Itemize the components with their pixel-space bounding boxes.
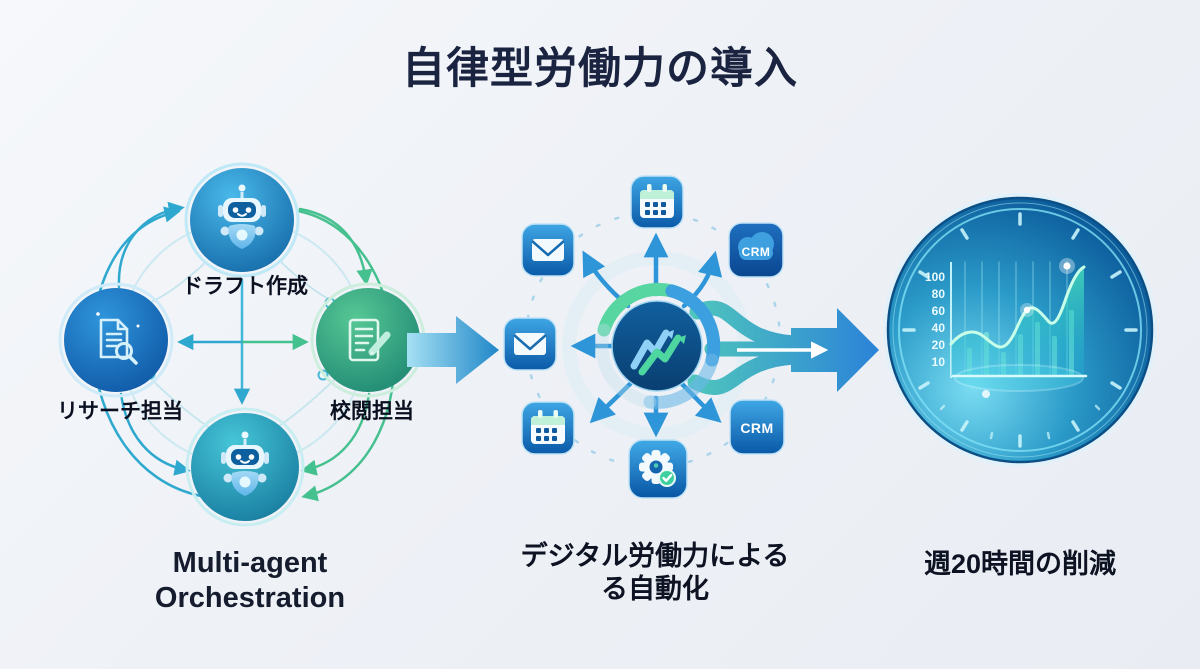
crm-icon: CRM bbox=[729, 399, 785, 455]
research-agent-label: リサーチ担当 bbox=[57, 400, 183, 423]
draft-agent-label: ドラフト作成 bbox=[182, 275, 308, 298]
axis-label: 100 bbox=[925, 270, 945, 284]
automation-hub bbox=[595, 282, 721, 409]
page-title: 自律型労働力の導入 bbox=[402, 45, 798, 93]
agent-node-research bbox=[58, 282, 174, 398]
document-search-icon bbox=[96, 312, 140, 365]
gear-check-icon bbox=[628, 439, 688, 499]
document-edit-icon bbox=[348, 318, 391, 362]
middle-caption-line1: デジタル労働力による bbox=[520, 541, 790, 571]
crm-cloud-label: CRM bbox=[742, 245, 771, 259]
axis-label: 60 bbox=[932, 304, 946, 318]
gauge-axis-labels: 100 80 60 40 20 10 bbox=[925, 270, 945, 369]
mail-icon bbox=[502, 316, 558, 372]
axis-label: 40 bbox=[932, 321, 946, 335]
crm-badge-label: CRM bbox=[740, 420, 773, 436]
crm-cloud-icon: CRM bbox=[728, 222, 784, 278]
gauge-chart: 100 80 60 40 20 10 bbox=[883, 193, 1157, 467]
gauge-mini-chart: 100 80 60 40 20 10 bbox=[925, 258, 1088, 398]
mail-icon bbox=[520, 222, 576, 278]
left-section-caption: Multi-agent Orchestration bbox=[95, 546, 405, 617]
axis-label: 80 bbox=[932, 287, 946, 301]
right-section-caption: 週20時間の削減 bbox=[923, 549, 1117, 579]
calendar-icon bbox=[630, 175, 684, 229]
left-caption-line1: Multi-agent bbox=[172, 547, 328, 579]
flow-arrow-middle-to-right bbox=[687, 300, 879, 395]
flow-arrow-left-to-middle bbox=[407, 316, 499, 384]
agent-node-draft bbox=[184, 162, 300, 278]
agent-node-orchestrator bbox=[185, 407, 305, 527]
axis-label: 10 bbox=[932, 355, 946, 369]
middle-caption-line2: る自動化 bbox=[601, 573, 709, 604]
axis-label: 20 bbox=[932, 338, 946, 352]
left-caption-line2: Orchestration bbox=[154, 582, 346, 615]
middle-section-caption: デジタル労働力による る自動化 bbox=[475, 540, 835, 606]
calendar-icon bbox=[521, 401, 575, 455]
gauge-ticks bbox=[902, 212, 1138, 448]
trending-up-icon bbox=[630, 329, 686, 376]
review-agent-label: 校閲担当 bbox=[330, 400, 414, 423]
